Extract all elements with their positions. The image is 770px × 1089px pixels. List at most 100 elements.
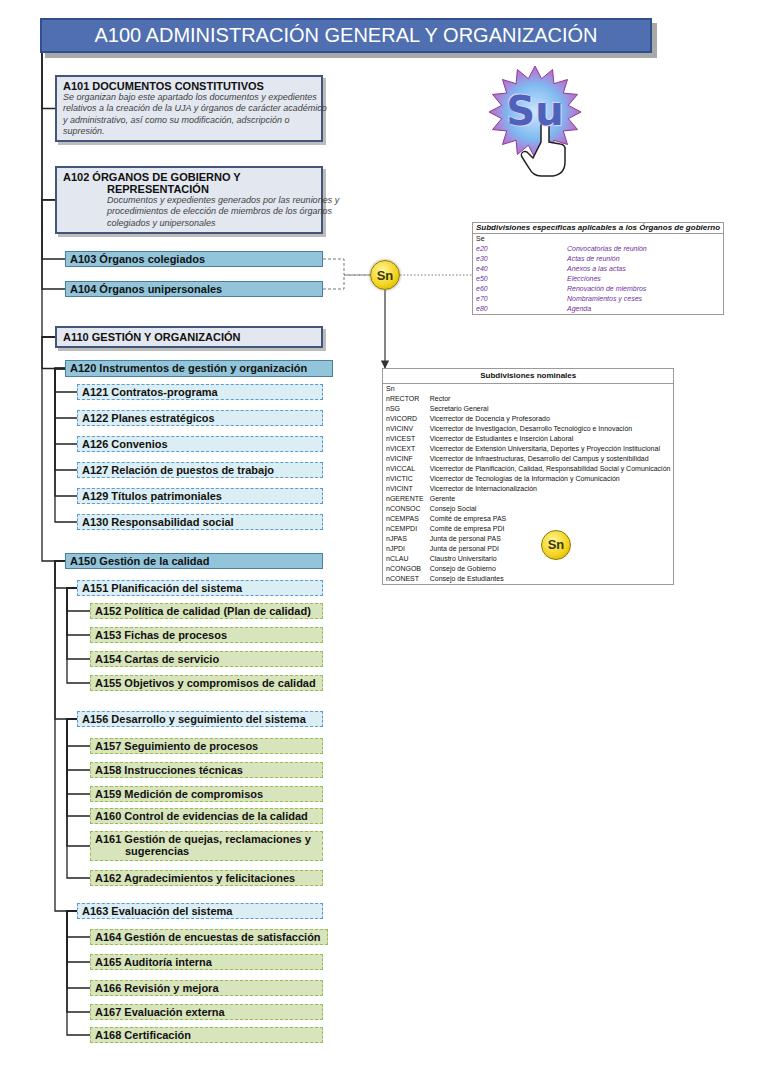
box-label: A100 ADMINISTRACIÓN GENERAL Y ORGANIZACI… — [94, 24, 597, 47]
box-label: A158 Instrucciones técnicas — [95, 764, 243, 776]
box-label: A126 Convenios — [82, 438, 168, 450]
table-cell: nJPAS — [383, 534, 427, 544]
subseries-box: A129 Títulos patrimoniales — [77, 488, 323, 504]
series-box: A104 Órganos unipersonales — [65, 281, 323, 297]
connector — [55, 561, 77, 911]
table-cell: e40 — [473, 264, 564, 274]
table-cell: nVICINF — [383, 454, 427, 464]
table-cell — [564, 234, 723, 244]
table-cell: Nombramientos y ceses — [564, 294, 723, 304]
leaf-box: A155 Objetivos y compromisos de calidad — [90, 675, 323, 691]
table-cell: Se — [473, 234, 564, 244]
box-label: A166 Revisión y mejora — [95, 982, 219, 994]
table-cell: Vicerrector de Extensión Universitaria, … — [427, 444, 674, 454]
leaf-box: A167 Evaluación externa — [90, 1004, 323, 1020]
connector — [55, 369, 77, 471]
table-cell: Elecciones — [564, 274, 723, 284]
connector — [67, 588, 90, 683]
table-cell: nCEMPAS — [383, 514, 427, 524]
subseries-box: A163 Evaluación del sistema — [77, 903, 323, 919]
box-label: A151 Planificación del sistema — [82, 582, 242, 594]
table-cell: Renovación de miembros — [564, 284, 723, 294]
box-label: A104 Órganos unipersonales — [70, 283, 222, 295]
table-cell: nVICTIC — [383, 474, 427, 484]
connector — [67, 719, 90, 794]
connector — [323, 259, 370, 275]
connector — [323, 275, 370, 289]
table-cell: e70 — [473, 294, 564, 304]
box-label: A155 Objetivos y compromisos de calidad — [95, 677, 316, 689]
box-label: A165 Auditoría interna — [95, 956, 212, 968]
subseries-box: A126 Convenios — [77, 436, 323, 452]
subseries-box: A130 Responsabilidad social — [77, 514, 323, 530]
table-cell: nJPDI — [383, 544, 427, 554]
subdivision-table: Subdivisiones nominalesSnnRECTORRectornS… — [382, 368, 674, 585]
table-cell: Consejo de Estudiantes — [427, 574, 674, 584]
connector — [55, 369, 77, 523]
subseries-box: A121 Contratos-programa — [77, 384, 323, 400]
table-cell: e80 — [473, 304, 564, 314]
leaf-box: A152 Política de calidad (Plan de calida… — [90, 603, 323, 619]
leaf-box: A154 Cartas de servicio — [90, 651, 323, 667]
table-cell: nVICINV — [383, 424, 427, 434]
leaf-box: A157 Seguimiento de procesos — [90, 738, 323, 754]
table-cell — [427, 384, 674, 394]
table-cell: Vicerrector de Estudiantes e Inserción L… — [427, 434, 674, 444]
table-cell: e20 — [473, 244, 564, 254]
box-label: A153 Fichas de procesos — [95, 629, 227, 641]
leaf-box: A168 Certificación — [90, 1027, 323, 1043]
table-cell: nGERENTE — [383, 494, 427, 504]
box-label: A163 Evaluación del sistema — [82, 905, 232, 917]
box-label: A159 Medición de compromisos — [95, 788, 263, 800]
subseries-box: A122 Planes estratégicos — [77, 410, 323, 426]
title-box: A100 ADMINISTRACIÓN GENERAL Y ORGANIZACI… — [40, 18, 652, 53]
connector — [55, 561, 77, 719]
table-cell: Sn — [383, 384, 427, 394]
box-label: A167 Evaluación externa — [95, 1006, 225, 1018]
series-box: A103 Órganos colegiados — [65, 251, 323, 267]
connector — [67, 719, 90, 878]
table-cell: Gerente — [427, 494, 674, 504]
table-cell: Vicerrector de Infraestructuras, Desarro… — [427, 454, 674, 464]
box-label: A154 Cartas de servicio — [95, 653, 219, 665]
table-cell: nCONGOB — [383, 564, 427, 574]
leaf-box: A166 Revisión y mejora — [90, 980, 323, 996]
box-label: A152 Política de calidad (Plan de calida… — [95, 605, 311, 617]
connector — [55, 369, 77, 497]
table-cell: Consejo de Gobierno — [427, 564, 674, 574]
subdivision-table: Subdivisiones específicas aplicables a l… — [472, 222, 724, 315]
table-cell: Vicerrector de Internacionalización — [427, 484, 674, 494]
leaf-box: A165 Auditoría interna — [90, 954, 323, 970]
table-cell: nCONSOC — [383, 504, 427, 514]
leaf-box: A161 Gestión de quejas, reclamaciones y … — [90, 831, 323, 861]
leaf-box: A162 Agradecimientos y felicitaciones — [90, 870, 323, 886]
leaf-box: A164 Gestión de encuestas de satisfacció… — [90, 929, 328, 945]
connector — [400, 275, 472, 276]
subseries-box: A127 Relación de puestos de trabajo — [77, 462, 323, 478]
table-cell: Comité de empresa PAS — [427, 514, 674, 524]
table-cell: Consejo Social — [427, 504, 674, 514]
box-label: A127 Relación de puestos de trabajo — [82, 464, 274, 476]
leaf-box: A160 Control de evidencias de la calidad — [90, 808, 323, 824]
box-label: A160 Control de evidencias de la calidad — [95, 810, 308, 822]
box-label: A103 Órganos colegiados — [70, 253, 205, 265]
leaf-box: A153 Fichas de procesos — [90, 627, 323, 643]
box-label: A101 DOCUMENTOS CONSTITUTIVOS — [63, 80, 264, 92]
table-cell: nVICEST — [383, 434, 427, 444]
leaf-box: A158 Instrucciones técnicas — [90, 762, 323, 778]
connector — [42, 337, 65, 561]
connector — [55, 369, 77, 445]
sn-circle: Sn — [541, 530, 571, 560]
table-cell: nRECTOR — [383, 394, 427, 404]
box-label: A102 ÓRGANOS DE GOBIERNO Y REPRESENTACIÓ… — [107, 171, 315, 195]
sn-circle: Sn — [370, 260, 400, 290]
connector — [67, 719, 90, 846]
section-box: A101 DOCUMENTOS CONSTITUTIVOSSe organiza… — [55, 75, 323, 142]
box-label: A120 Instrumentos de gestión y organizac… — [70, 362, 307, 374]
series-box: A150 Gestión de la calidad — [65, 553, 323, 569]
table-cell: Anexos a las actas — [564, 264, 723, 274]
box-label: A161 Gestión de quejas, reclamaciones y … — [125, 833, 318, 857]
table-cell: nVICORD — [383, 414, 427, 424]
box-label: A129 Títulos patrimoniales — [82, 490, 222, 502]
